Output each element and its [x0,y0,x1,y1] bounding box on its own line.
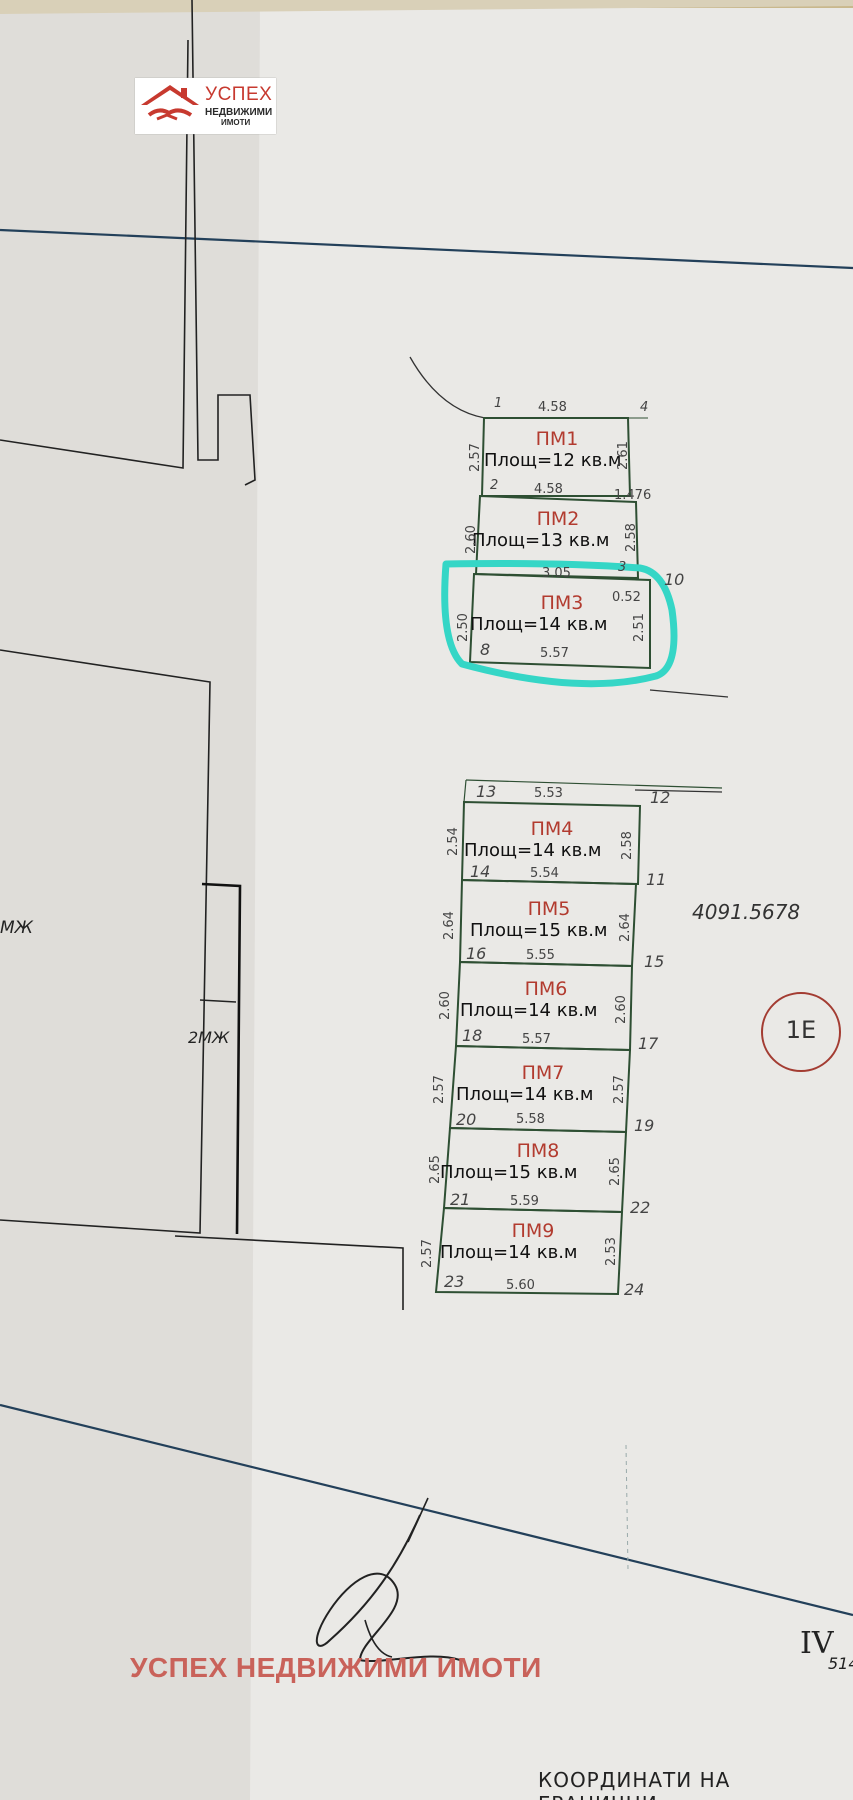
point-label: 14 [470,862,491,881]
parking-spot-pm2: ПМ2 Площ=13 кв.м [472,508,636,551]
side-dim-right: 2.65 [608,1157,623,1186]
pm-label: ПМ6 [524,978,568,1000]
pm-label: ПМ1 [535,428,579,450]
side-dim-right: 2.64 [618,913,633,942]
area-label: Площ=15 кв.м [470,920,608,941]
point-label: 22 [630,1198,651,1217]
dim-label: 5.59 [510,1194,539,1209]
point-label: 21 [450,1190,471,1209]
parking-spot-pm5: ПМ5 Площ=15 кв.м [462,898,636,941]
side-dim-left: 2.57 [432,1075,447,1104]
dim-label: 5.54 [530,866,559,881]
parking-spot-pm8: ПМ8 Площ=15 кв.м [440,1140,626,1183]
dim-label: 5.57 [522,1032,551,1047]
parking-spot-pm9: ПМ9 Площ=14 кв.м [440,1220,622,1263]
point-label: 2 [490,478,499,493]
logo-line2: НЕДВИЖИМИ [205,107,273,118]
two-mzh-label: 2МЖ [188,1028,230,1047]
point-label: 4 [640,400,649,415]
side-dim-left: 2.54 [446,827,461,856]
parking-spot-pm7: ПМ7 Площ=14 кв.м [456,1062,630,1105]
side-dim-left: 2.65 [428,1155,443,1184]
dim-label: 5.60 [506,1278,535,1293]
parking-spot-pm3: ПМ3 Площ=14 кв.м [470,592,650,635]
point-label: 17 [638,1034,659,1053]
area-label: Площ=14 кв.м [464,840,602,861]
side-dim-right: 2.51 [632,613,647,642]
plot-number: 4091.5678 [692,900,801,924]
pm-label: ПМ9 [511,1220,555,1242]
side-dim-left: 2.60 [438,991,453,1020]
parking-spot-pm1: ПМ1 Площ=12 кв.м [484,428,630,471]
company-logo: УСПЕХ НЕДВИЖИМИ ИМОТИ [135,78,276,134]
point-label: 16 [466,944,487,963]
point-label: 1 [494,396,503,411]
area-label: Площ=14 кв.м [460,1000,598,1021]
point-label: 24 [624,1280,645,1299]
roman-subscript: 514 [828,1654,853,1673]
dim-label: 5.58 [516,1112,545,1127]
point-label: 8 [480,640,491,659]
dim-label: 0.52 [612,590,641,605]
dim-label: 4.58 [538,400,567,415]
dim-label: 3.05 [542,566,571,581]
point-label: 15 [644,952,665,971]
point-label: 20 [456,1110,477,1129]
pm-label: ПМ5 [527,898,571,920]
side-dim-right: 2.61 [616,441,631,470]
point-label: 19 [634,1116,655,1135]
side-dim-right: 2.58 [624,523,639,552]
area-label: Площ=13 кв.м [472,530,610,551]
side-dim-left: 2.57 [420,1239,435,1268]
dim-label: 1.476 [614,488,652,503]
watermark-text: УСПЕХ НЕДВИЖИМИ ИМОТИ [130,1652,542,1683]
area-label: Площ=12 кв.м [484,450,622,471]
point-label: 23 [444,1272,465,1291]
side-dim-right: 2.60 [614,995,629,1024]
coordinates-header: КООРДИНАТИ НА ГРАНИЧНИ [538,1768,731,1800]
logo-line3: ИМОТИ [221,118,251,127]
pm-label: ПМ4 [530,818,574,840]
dim-label: 5.57 [540,646,569,661]
pm-label: ПМ8 [516,1140,560,1162]
dim-label: 4.58 [534,482,563,497]
dim-label: 5.53 [534,786,563,801]
pm-label: ПМ2 [536,508,580,530]
point-label: 13 [476,782,497,801]
area-label: Площ=14 кв.м [440,1242,578,1263]
point-label: 12 [650,788,671,807]
zone-label: 1Е [785,1016,817,1044]
point-label: 10 [664,570,685,589]
point-label: 3 [618,560,627,575]
dim-label: 5.55 [526,948,555,963]
point-label: 11 [646,870,667,889]
zone-circle: 1Е [761,992,841,1072]
side-dim-left: 2.64 [442,911,457,940]
side-dim-left: 2.57 [468,443,483,472]
area-label: Площ=14 кв.м [456,1084,594,1105]
side-dim-right: 2.57 [612,1075,627,1104]
pm-label: ПМ7 [521,1062,565,1084]
area-label: Площ=14 кв.м [470,614,608,635]
side-dim-right: 2.58 [620,831,635,860]
roman-numeral: IV [800,1626,834,1661]
side-dim-left: 2.50 [456,613,471,642]
parking-spot-pm6: ПМ6 Площ=14 кв.м [460,978,632,1021]
logo-line1: УСПЕХ [205,84,273,105]
pm-label: ПМ3 [540,592,584,614]
parking-spot-pm4: ПМ4 Площ=14 кв.м [464,818,640,861]
point-label: 18 [462,1026,483,1045]
mzh-label: МЖ [0,918,33,938]
side-dim-left: 2.60 [464,525,479,554]
house-handshake-icon [141,85,199,121]
side-dim-right: 2.53 [604,1237,619,1266]
area-label: Площ=15 кв.м [440,1162,578,1183]
